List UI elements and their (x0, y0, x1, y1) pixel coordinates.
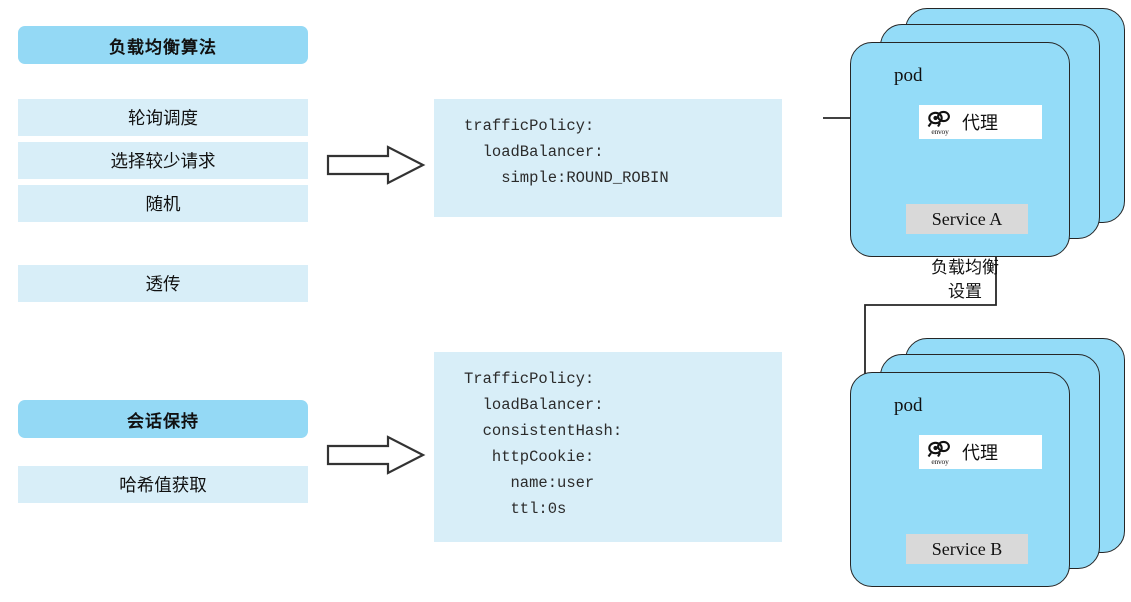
connector-label-line1: 负载均衡 (931, 258, 999, 277)
list-item-hash-value[interactable]: 哈希值获取 (18, 466, 308, 503)
proxy-label: 代理 (962, 443, 998, 463)
group-header-load-balancing-algorithm[interactable]: 负载均衡算法 (18, 26, 308, 64)
connector-label-line2: 设置 (948, 282, 982, 301)
service-box[interactable]: Service B (906, 534, 1028, 564)
code-text: TrafficPolicy: loadBalancer: consistentH… (464, 370, 623, 518)
pod-card-front[interactable]: pod envoy 代理 Service (850, 42, 1070, 257)
pod-stack-service-a: pod envoy 代理 Service (845, 8, 1131, 257)
code-block-traffic-policy-consistent-hash: TrafficPolicy: loadBalancer: consistentH… (434, 352, 782, 542)
envoy-logo-icon: envoy (925, 109, 955, 136)
pod-stack-service-b: pod envoy 代理 Service (845, 338, 1131, 588)
envoy-logo-wordmark: envoy (931, 127, 949, 136)
envoy-proxy-box[interactable]: envoy 代理 (919, 105, 1042, 139)
envoy-proxy-box[interactable]: envoy 代理 (919, 435, 1042, 469)
service-box[interactable]: Service A (906, 204, 1028, 234)
proxy-label: 代理 (962, 113, 998, 133)
pod-card-front[interactable]: pod envoy 代理 Service (850, 372, 1070, 587)
block-arrow-to-consistent-hash (326, 435, 426, 475)
code-block-traffic-policy-round-robin: trafficPolicy: loadBalancer: simple:ROUN… (434, 99, 782, 217)
list-item-random[interactable]: 随机 (18, 185, 308, 222)
group-header-session-affinity[interactable]: 会话保持 (18, 400, 308, 438)
list-item-round-robin[interactable]: 轮询调度 (18, 99, 308, 136)
envoy-logo-wordmark: envoy (931, 457, 949, 466)
code-text: trafficPolicy: loadBalancer: simple:ROUN… (464, 117, 669, 187)
block-arrow-to-traffic-policy (326, 145, 426, 185)
pod-label: pod (894, 65, 923, 86)
connector-label-load-balancer-setting: 负载均衡 设置 (900, 256, 1030, 304)
list-item-passthrough[interactable]: 透传 (18, 265, 308, 302)
envoy-logo-icon: envoy (925, 439, 955, 466)
pod-label: pod (894, 395, 923, 416)
list-item-least-request[interactable]: 选择较少请求 (18, 142, 308, 179)
